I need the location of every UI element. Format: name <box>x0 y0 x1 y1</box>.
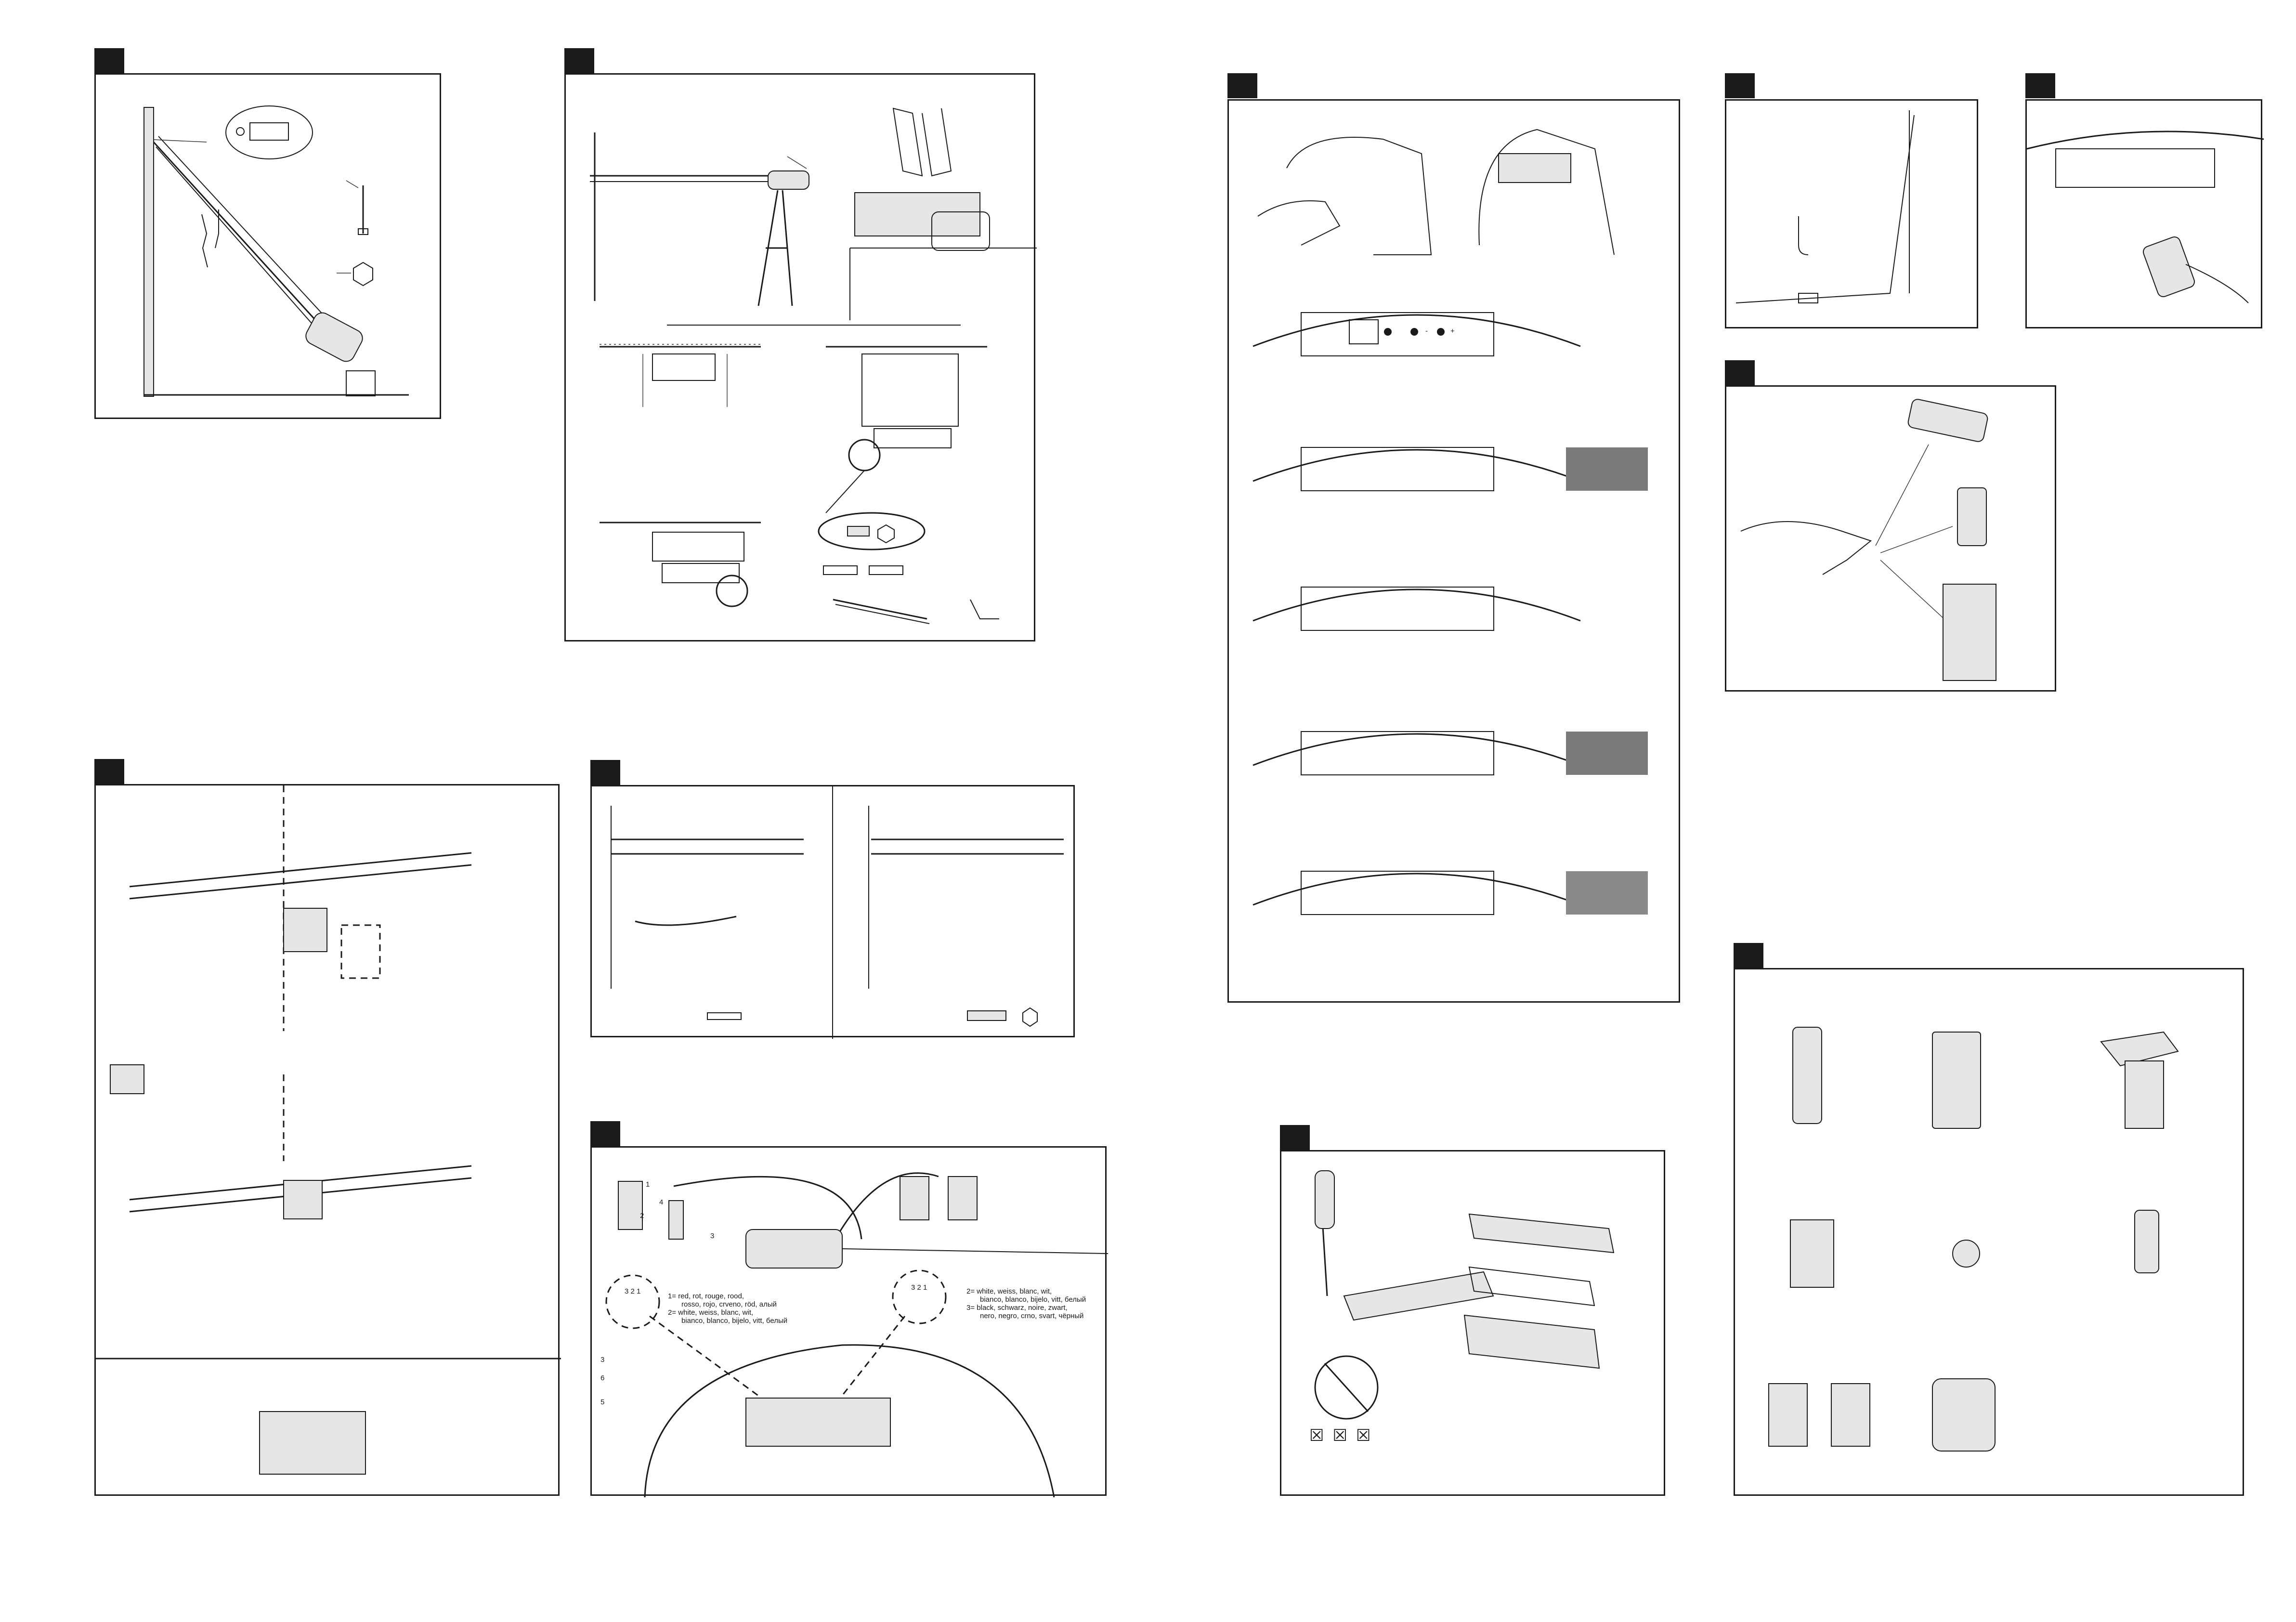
remote-learn-drawing <box>2027 101 2264 330</box>
step-tab-10 <box>590 1121 620 1146</box>
wire-pin-3: 3 <box>710 1232 714 1240</box>
legend-right-line-3: 3= black, schwarz, noire, zwart, <box>966 1304 1086 1312</box>
rail-assembly-drawing <box>566 75 1037 643</box>
legend-left-line-2: rosso, rojo, crveno, röd, алый <box>668 1300 787 1308</box>
step-tab-3 <box>1227 73 1257 98</box>
terminal-numbers-right: 3 2 1 <box>911 1283 927 1292</box>
board-row-3 <box>1248 568 1585 640</box>
step-panel-door-check <box>1725 99 1978 328</box>
step-tab-11 <box>1280 1125 1310 1150</box>
door-check-drawing <box>1726 101 1980 330</box>
minus-label: - <box>1425 327 1428 335</box>
transmitters-drawing <box>1726 387 2058 693</box>
door-bracket-drawing <box>96 785 561 1497</box>
board-row-4 <box>1248 712 1653 785</box>
wire-legend-right: 2= white, weiss, blanc, wit, bianco, bla… <box>966 1287 1086 1320</box>
step-panel-remote-learn <box>2025 99 2262 328</box>
legend-left-line-4: bianco, blanco, bijelo, vitt, белый <box>668 1317 787 1325</box>
legend-right-line-2: bianco, blanco, bijelo, vitt, белый <box>966 1295 1086 1304</box>
step-panel-wiring: 1 2 4 3 3 2 1 3 2 1 1= red, rot, rouge, … <box>590 1146 1107 1496</box>
accessories-drawing <box>1735 969 2245 1497</box>
legend-left-line-1: 1= red, rot, rouge, rood, <box>668 1292 787 1300</box>
wire-pin-4: 4 <box>659 1198 663 1206</box>
step-panel-programming: - + <box>1227 99 1680 1003</box>
board-row-5 <box>1248 852 1653 924</box>
step-tab-7 <box>1734 943 1763 968</box>
plus-label: + <box>1450 327 1455 335</box>
step-tab-5 <box>2025 73 2055 98</box>
legend-right-line-4: nero, negro, crno, svart, чёрный <box>966 1312 1086 1320</box>
legend-right-line-1: 2= white, weiss, blanc, wit, <box>966 1287 1086 1295</box>
step-tab-8 <box>94 759 124 784</box>
board-row-1: - + <box>1248 293 1585 366</box>
step-tab-6 <box>1725 360 1755 385</box>
wire-legend-left: 1= red, rot, rouge, rood, rosso, rojo, c… <box>668 1292 787 1325</box>
step-tab-1 <box>94 48 124 73</box>
step-panel-door-bracket <box>94 784 560 1496</box>
step-panel-transmitters <box>1725 385 2056 692</box>
no-disposal-marks: ☒☒☒ <box>1309 1426 1379 1445</box>
step-panel-battery: ☒☒☒ <box>1280 1150 1665 1496</box>
step-tab-4 <box>1725 73 1755 98</box>
step-tab-2 <box>564 48 594 73</box>
legend-left-line-3: 2= white, weiss, blanc, wit, <box>668 1308 787 1317</box>
ceiling-mount-drawing <box>96 75 443 420</box>
terminal-numbers-left: 3 2 1 <box>625 1287 640 1295</box>
part-number-3: 3 <box>600 1356 604 1364</box>
battery-replacement-drawing <box>1281 1151 1667 1497</box>
step-panel-rail-assembly <box>564 73 1035 641</box>
door-arm-drawing <box>592 786 1076 1039</box>
step-panel-ceiling-mount <box>94 73 441 419</box>
wire-pin-2: 2 <box>640 1212 644 1220</box>
step-panel-door-arm <box>590 785 1075 1037</box>
board-row-2 <box>1248 428 1653 500</box>
part-number-5: 5 <box>600 1398 604 1406</box>
wire-pin-1: 1 <box>646 1180 650 1189</box>
part-number-6: 6 <box>600 1374 604 1382</box>
step-tab-9 <box>590 760 620 785</box>
step-panel-accessories <box>1734 968 2244 1496</box>
